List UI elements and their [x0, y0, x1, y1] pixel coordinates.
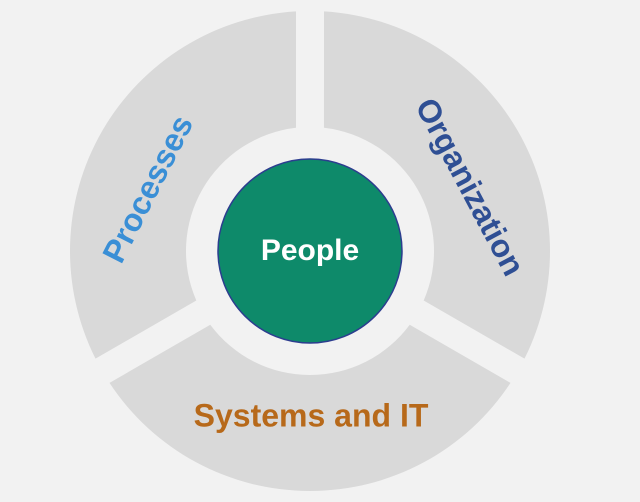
- organization-segment: [323, 11, 550, 359]
- systems-segment: [109, 324, 511, 491]
- systems-and-it-label: Systems and IT: [194, 397, 429, 433]
- people-circle: [217, 158, 403, 344]
- people-label: People: [261, 234, 359, 267]
- processes-segment: [70, 11, 297, 359]
